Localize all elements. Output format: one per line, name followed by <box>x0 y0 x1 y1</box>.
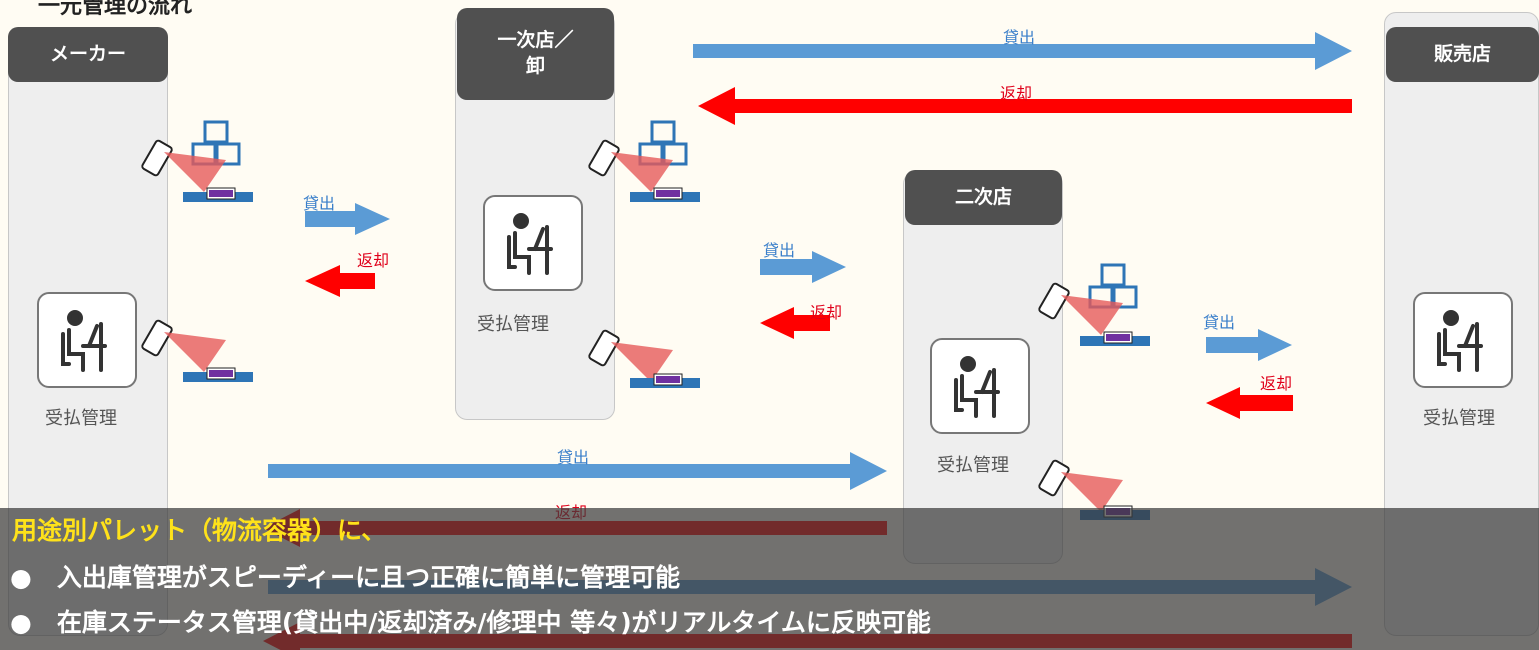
overlay-bullet-2: ● 在庫ステータス管理(貸出中/返却済み/修理中 等々)がリアルタイムに反映可能 <box>10 608 931 637</box>
maker-person-desk-icon <box>37 292 137 388</box>
secondary-return-arrow <box>1206 387 1293 419</box>
top-lend-label: 貸出 <box>1003 28 1036 47</box>
maker-secondary-lend-label: 貸出 <box>557 448 590 467</box>
maker-pallet-icon <box>182 187 254 203</box>
top-lend-arrow <box>693 32 1352 70</box>
secondary-lend-label: 貸出 <box>1203 313 1236 332</box>
maker-smartphone-scanner-icon-2 <box>140 318 227 373</box>
primary-lend-arrow <box>760 251 846 283</box>
secondary-smartphone-scanner-icon-2 <box>1037 458 1124 513</box>
primary-header: 一次店／ 卸 <box>457 8 614 100</box>
maker-pallet-icon-2 <box>182 367 254 383</box>
primary-person-desk-icon <box>483 195 583 291</box>
secondary-lend-arrow <box>1206 329 1292 361</box>
retailer-caption: 受払管理 <box>1423 408 1495 429</box>
secondary-smartphone-scanner-icon <box>1037 281 1124 336</box>
maker-secondary-lend-arrow <box>268 452 887 490</box>
maker-lend-label: 貸出 <box>303 194 336 213</box>
primary-pallet-icon <box>629 187 701 203</box>
overlay-bullet-1: ● 入出庫管理がスピーディーに且つ正確に簡単に管理可能 <box>10 563 681 592</box>
summary-overlay <box>0 508 1539 650</box>
maker-return-label: 返却 <box>357 251 390 270</box>
overlay-title: 用途別パレット（物流容器）に、 <box>12 516 387 545</box>
retailer-header: 販売店 <box>1386 27 1539 82</box>
primary-caption: 受払管理 <box>477 314 549 335</box>
primary-return-arrow <box>760 307 830 339</box>
top-return-label: 返却 <box>1000 84 1033 103</box>
secondary-return-label: 返却 <box>1260 374 1293 393</box>
maker-header: メーカー <box>8 27 168 82</box>
secondary-pallet-icon <box>1079 331 1151 347</box>
top-return-arrow <box>698 87 1352 125</box>
secondary-person-desk-icon <box>930 338 1030 434</box>
maker-smartphone-scanner-icon <box>140 138 227 193</box>
maker-return-arrow <box>305 265 375 297</box>
primary-return-label: 返却 <box>810 303 843 322</box>
secondary-header: 二次店 <box>905 170 1062 225</box>
primary-smartphone-scanner-icon <box>587 138 674 193</box>
maker-caption: 受払管理 <box>45 408 117 429</box>
top-heading: 一元管理の流れ <box>38 0 193 19</box>
secondary-caption: 受払管理 <box>937 455 1009 476</box>
primary-lend-label: 貸出 <box>763 241 796 260</box>
retailer-person-desk-icon <box>1413 292 1513 388</box>
primary-pallet-icon-2 <box>629 373 701 389</box>
maker-lend-arrow <box>305 203 390 235</box>
